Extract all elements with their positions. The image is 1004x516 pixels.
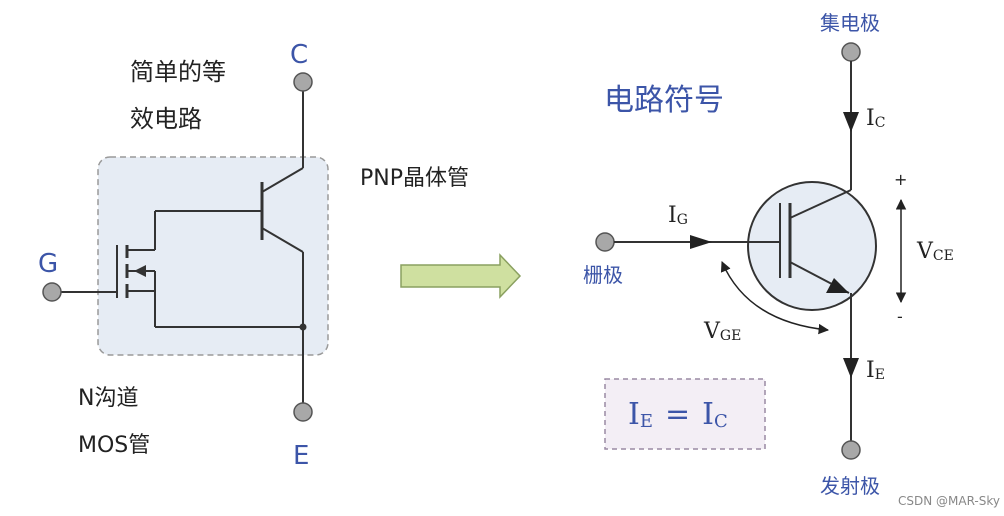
formula-ie-sub: E <box>640 411 653 432</box>
ic-main: I <box>866 106 875 131</box>
formula-box <box>604 378 766 450</box>
collector-label: 集电极 <box>820 11 880 35</box>
emitter-terminal <box>841 440 861 460</box>
equivalent-circuit-title-line2: 效电路 <box>130 105 202 133</box>
ic-arrow <box>843 112 859 132</box>
ie-arrow <box>843 358 859 378</box>
ig-main: I <box>668 203 677 228</box>
emitter-label: 发射极 <box>820 474 880 498</box>
vge-label: VGE <box>703 319 741 344</box>
mos-body-arrow <box>134 265 146 277</box>
watermark: CSDN @MAR-Sky <box>898 494 1000 508</box>
circuit-symbol: 电路符号 集电极 栅极 发射极 IC IG IE VGE + - V <box>583 11 954 498</box>
pnp-emitter-wire <box>261 227 304 253</box>
terminal-c <box>293 72 313 92</box>
ie-sub: E <box>875 367 885 383</box>
gate-label: 栅极 <box>583 263 623 287</box>
vge-main: V <box>703 319 721 344</box>
collector-wire-diag <box>261 167 304 193</box>
formula-ic-main: I <box>702 397 714 432</box>
igbt-collector-inner <box>789 189 852 219</box>
vce-minus: - <box>897 307 903 326</box>
ig-sub: G <box>677 212 688 228</box>
label-e: E <box>293 441 309 471</box>
mos-label-line1: N沟道 <box>78 386 138 411</box>
vge-sub: GE <box>720 328 741 344</box>
formula-ie-main: I <box>628 397 640 432</box>
formula-ic-sub: C <box>714 411 728 432</box>
equivalent-circuit-title-line1: 简单的等 <box>130 58 226 86</box>
label-c: C <box>290 40 308 70</box>
transform-arrow <box>400 253 522 299</box>
formula: IE=IC <box>628 397 728 432</box>
ig-arrow <box>690 235 712 249</box>
symbol-title: 电路符号 <box>604 83 724 118</box>
equivalent-circuit-box <box>97 156 329 356</box>
formula-equals: = <box>665 397 690 432</box>
label-g: G <box>38 249 58 279</box>
transistor-circle <box>747 181 877 311</box>
vce-main: V <box>916 239 934 264</box>
ig-label: IG <box>668 203 688 228</box>
ie-label: IE <box>866 358 885 383</box>
terminal-e <box>293 402 313 422</box>
pnp-label: PNP晶体管 <box>360 166 469 191</box>
vce-label: VCE <box>916 239 954 264</box>
vce-plus: + <box>894 170 907 189</box>
mos-label-line2: MOS管 <box>78 433 150 458</box>
equivalent-circuit: 简单的等 效电路 C G E PNP晶体管 N沟道 MOS管 <box>38 40 469 471</box>
vce-sub: CE <box>933 248 954 264</box>
vge-arrow <box>720 261 830 335</box>
collector-terminal <box>841 42 861 62</box>
gate-terminal <box>595 232 615 252</box>
igbt-emitter-arrow <box>826 278 849 293</box>
ic-label: IC <box>866 106 885 131</box>
ie-main: I <box>866 358 875 383</box>
terminal-g <box>42 282 62 302</box>
ic-sub: C <box>875 115 886 131</box>
